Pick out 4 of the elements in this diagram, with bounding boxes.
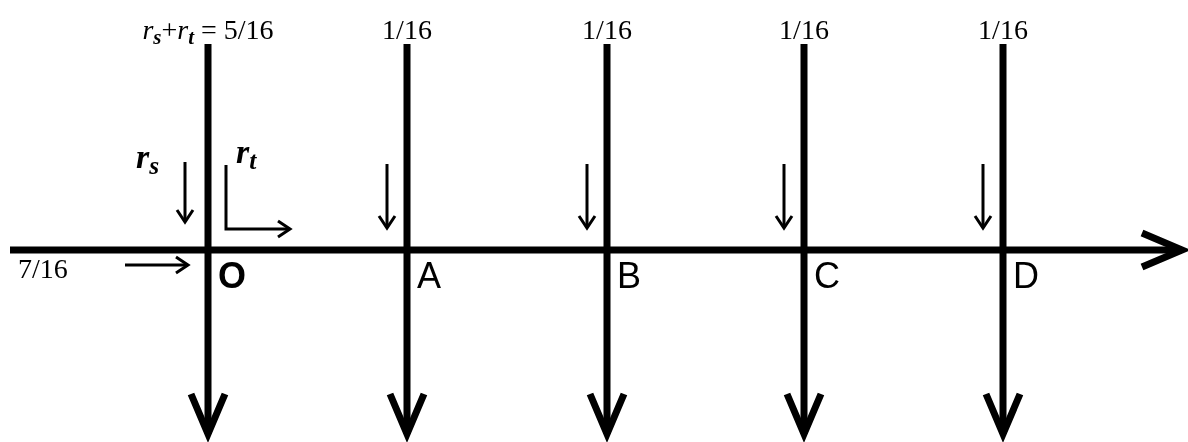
flow-label: 7/16 — [18, 255, 68, 283]
flow-label: r$_{s}$ — [136, 140, 160, 174]
flow-label: r$_{t}$ — [236, 135, 257, 169]
arrow — [999, 229, 1186, 271]
